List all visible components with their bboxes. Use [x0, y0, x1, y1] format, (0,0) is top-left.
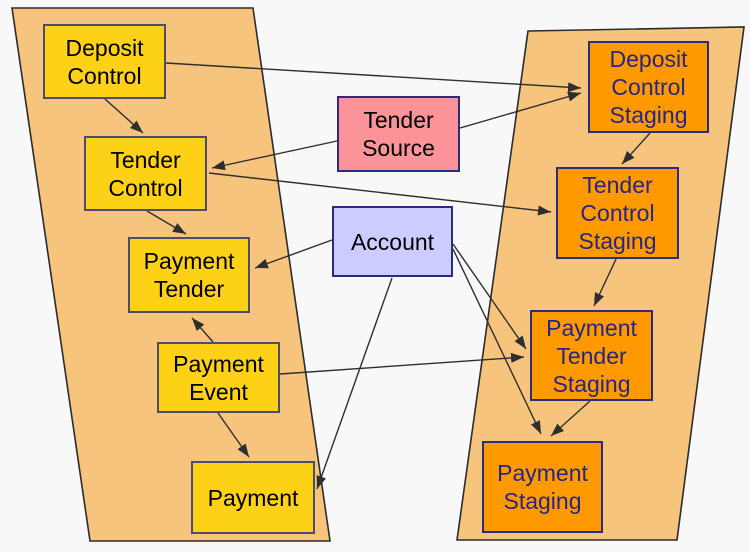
edge-tender-control-staging-to-payment-tender-staging	[593, 258, 617, 307]
node-tender-source: Tender Source	[337, 96, 460, 172]
node-payment-event: Payment Event	[157, 342, 280, 413]
node-tender-control-staging: Tender Control Staging	[556, 167, 679, 259]
node-payment-tender-staging: Payment Tender Staging	[530, 310, 653, 401]
edge-account-to-payment-tender	[254, 239, 333, 269]
node-label: Payment Tender	[143, 248, 235, 302]
node-label: Tender Control Staging	[578, 172, 657, 254]
node-deposit-control-staging: Deposit Control Staging	[588, 41, 709, 133]
edge-payment-event-to-payment	[217, 412, 250, 458]
node-tender-control: Tender Control	[84, 136, 207, 211]
node-label: Deposit Control Staging	[609, 46, 688, 128]
edge-deposit-control-staging-to-tender-control-staging	[621, 132, 651, 165]
node-label: Deposit Control	[65, 34, 144, 89]
node-payment-staging: Payment Staging	[482, 441, 603, 533]
node-deposit-control: Deposit Control	[43, 24, 166, 99]
edge-tender-control-to-payment-tender	[146, 210, 187, 235]
edge-account-to-payment	[316, 277, 393, 490]
node-payment: Payment	[191, 461, 315, 534]
staging-tables-region	[456, 26, 745, 541]
node-label: Payment Tender Staging	[546, 314, 637, 397]
node-label: Tender Source	[362, 107, 435, 161]
node-payment-tender: Payment Tender	[128, 237, 250, 313]
edge-tender-control-to-tender-control-staging	[208, 172, 552, 216]
node-label: Tender Control	[108, 146, 183, 201]
node-account: Account	[332, 206, 453, 277]
node-label: Payment Event	[173, 350, 264, 405]
edge-tender-source-to-deposit-control-staging	[459, 91, 582, 129]
edge-payment-tender-staging-to-payment-staging	[550, 400, 591, 437]
edge-deposit-control-to-tender-control	[104, 98, 144, 134]
edge-tender-source-to-tender-control	[211, 140, 338, 171]
edge-lines	[104, 62, 651, 490]
edge-account-to-payment-staging	[452, 248, 542, 435]
node-label: Payment Staging	[497, 460, 588, 514]
edge-account-to-payment-tender-staging	[452, 243, 527, 350]
edge-deposit-control-to-deposit-control-staging	[165, 62, 582, 93]
edge-payment-event-to-payment-tender	[191, 317, 214, 343]
edge-payment-event-to-payment-tender-staging	[279, 352, 525, 375]
node-label: Account	[350, 228, 435, 255]
node-label: Payment	[207, 484, 299, 511]
